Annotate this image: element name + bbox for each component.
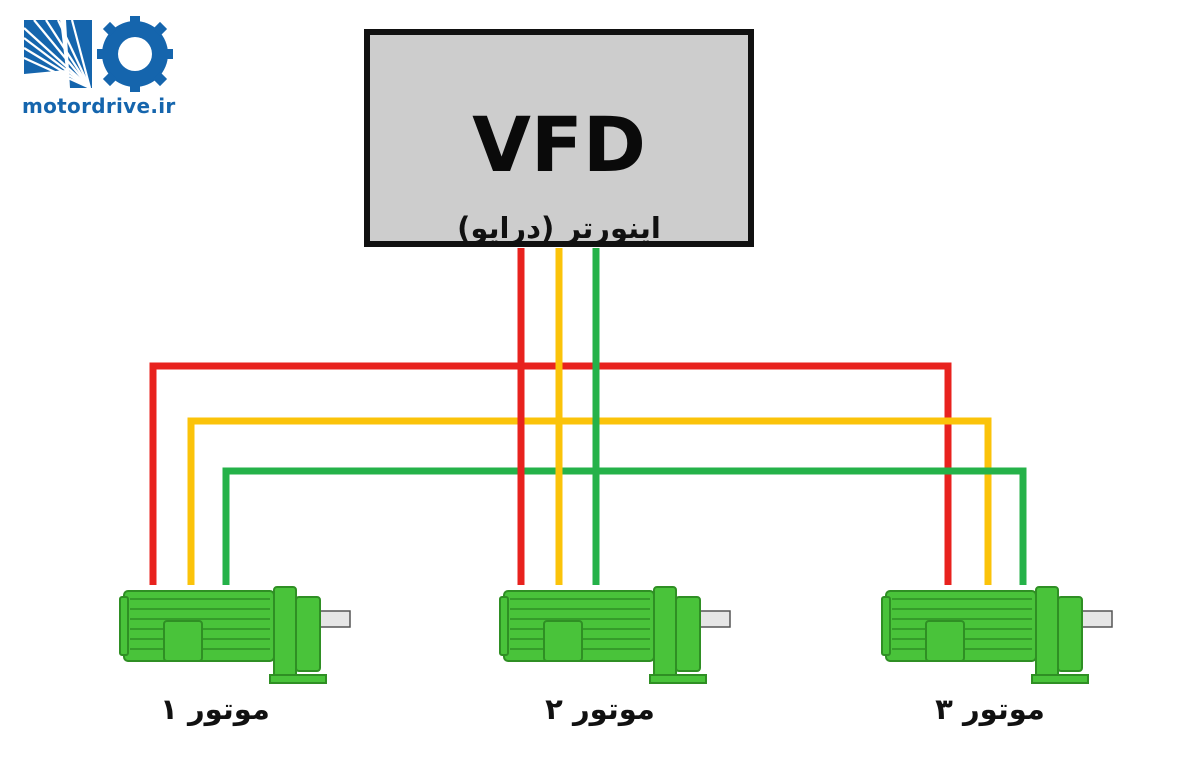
motor-foot (269, 674, 327, 684)
motor-terminal-box (543, 620, 583, 662)
motor-flange (273, 586, 297, 682)
logo-text: motordrive.ir (22, 94, 176, 118)
motor-shaft (697, 610, 731, 628)
motor-terminal-box (925, 620, 965, 662)
motor-foot (1031, 674, 1089, 684)
motor-terminal-box (163, 620, 203, 662)
motor-3 (881, 586, 1113, 684)
motordrive-logo (23, 16, 173, 92)
vfd-subtitle: اینورتر (درایو) (457, 211, 661, 245)
motor-gearbox (295, 596, 321, 672)
motor-gearbox (675, 596, 701, 672)
motor-foot (649, 674, 707, 684)
motor-flange (653, 586, 677, 682)
motor-gearbox (1057, 596, 1083, 672)
motor-2 (499, 586, 731, 684)
motor-rear-cap (881, 596, 891, 656)
wire-green-bus (222, 467, 1027, 585)
gear-icon (97, 16, 173, 92)
wire-yellow-bus (187, 417, 992, 585)
motor-rear-cap (119, 596, 129, 656)
motor-1 (119, 586, 351, 684)
motor-rear-cap (499, 596, 509, 656)
motor-flange (1035, 586, 1059, 682)
motor-shaft (317, 610, 351, 628)
motor-3-label: موتور ۳ (935, 692, 1045, 726)
vfd-box: VFD اینورتر (درایو) (364, 29, 754, 247)
motor-shaft (1079, 610, 1113, 628)
wire-red-bus (149, 362, 952, 585)
vfd-title: VFD (472, 100, 646, 189)
motor-2-label: موتور ۲ (545, 692, 655, 726)
motor-1-label: موتور ۱ (160, 692, 270, 726)
